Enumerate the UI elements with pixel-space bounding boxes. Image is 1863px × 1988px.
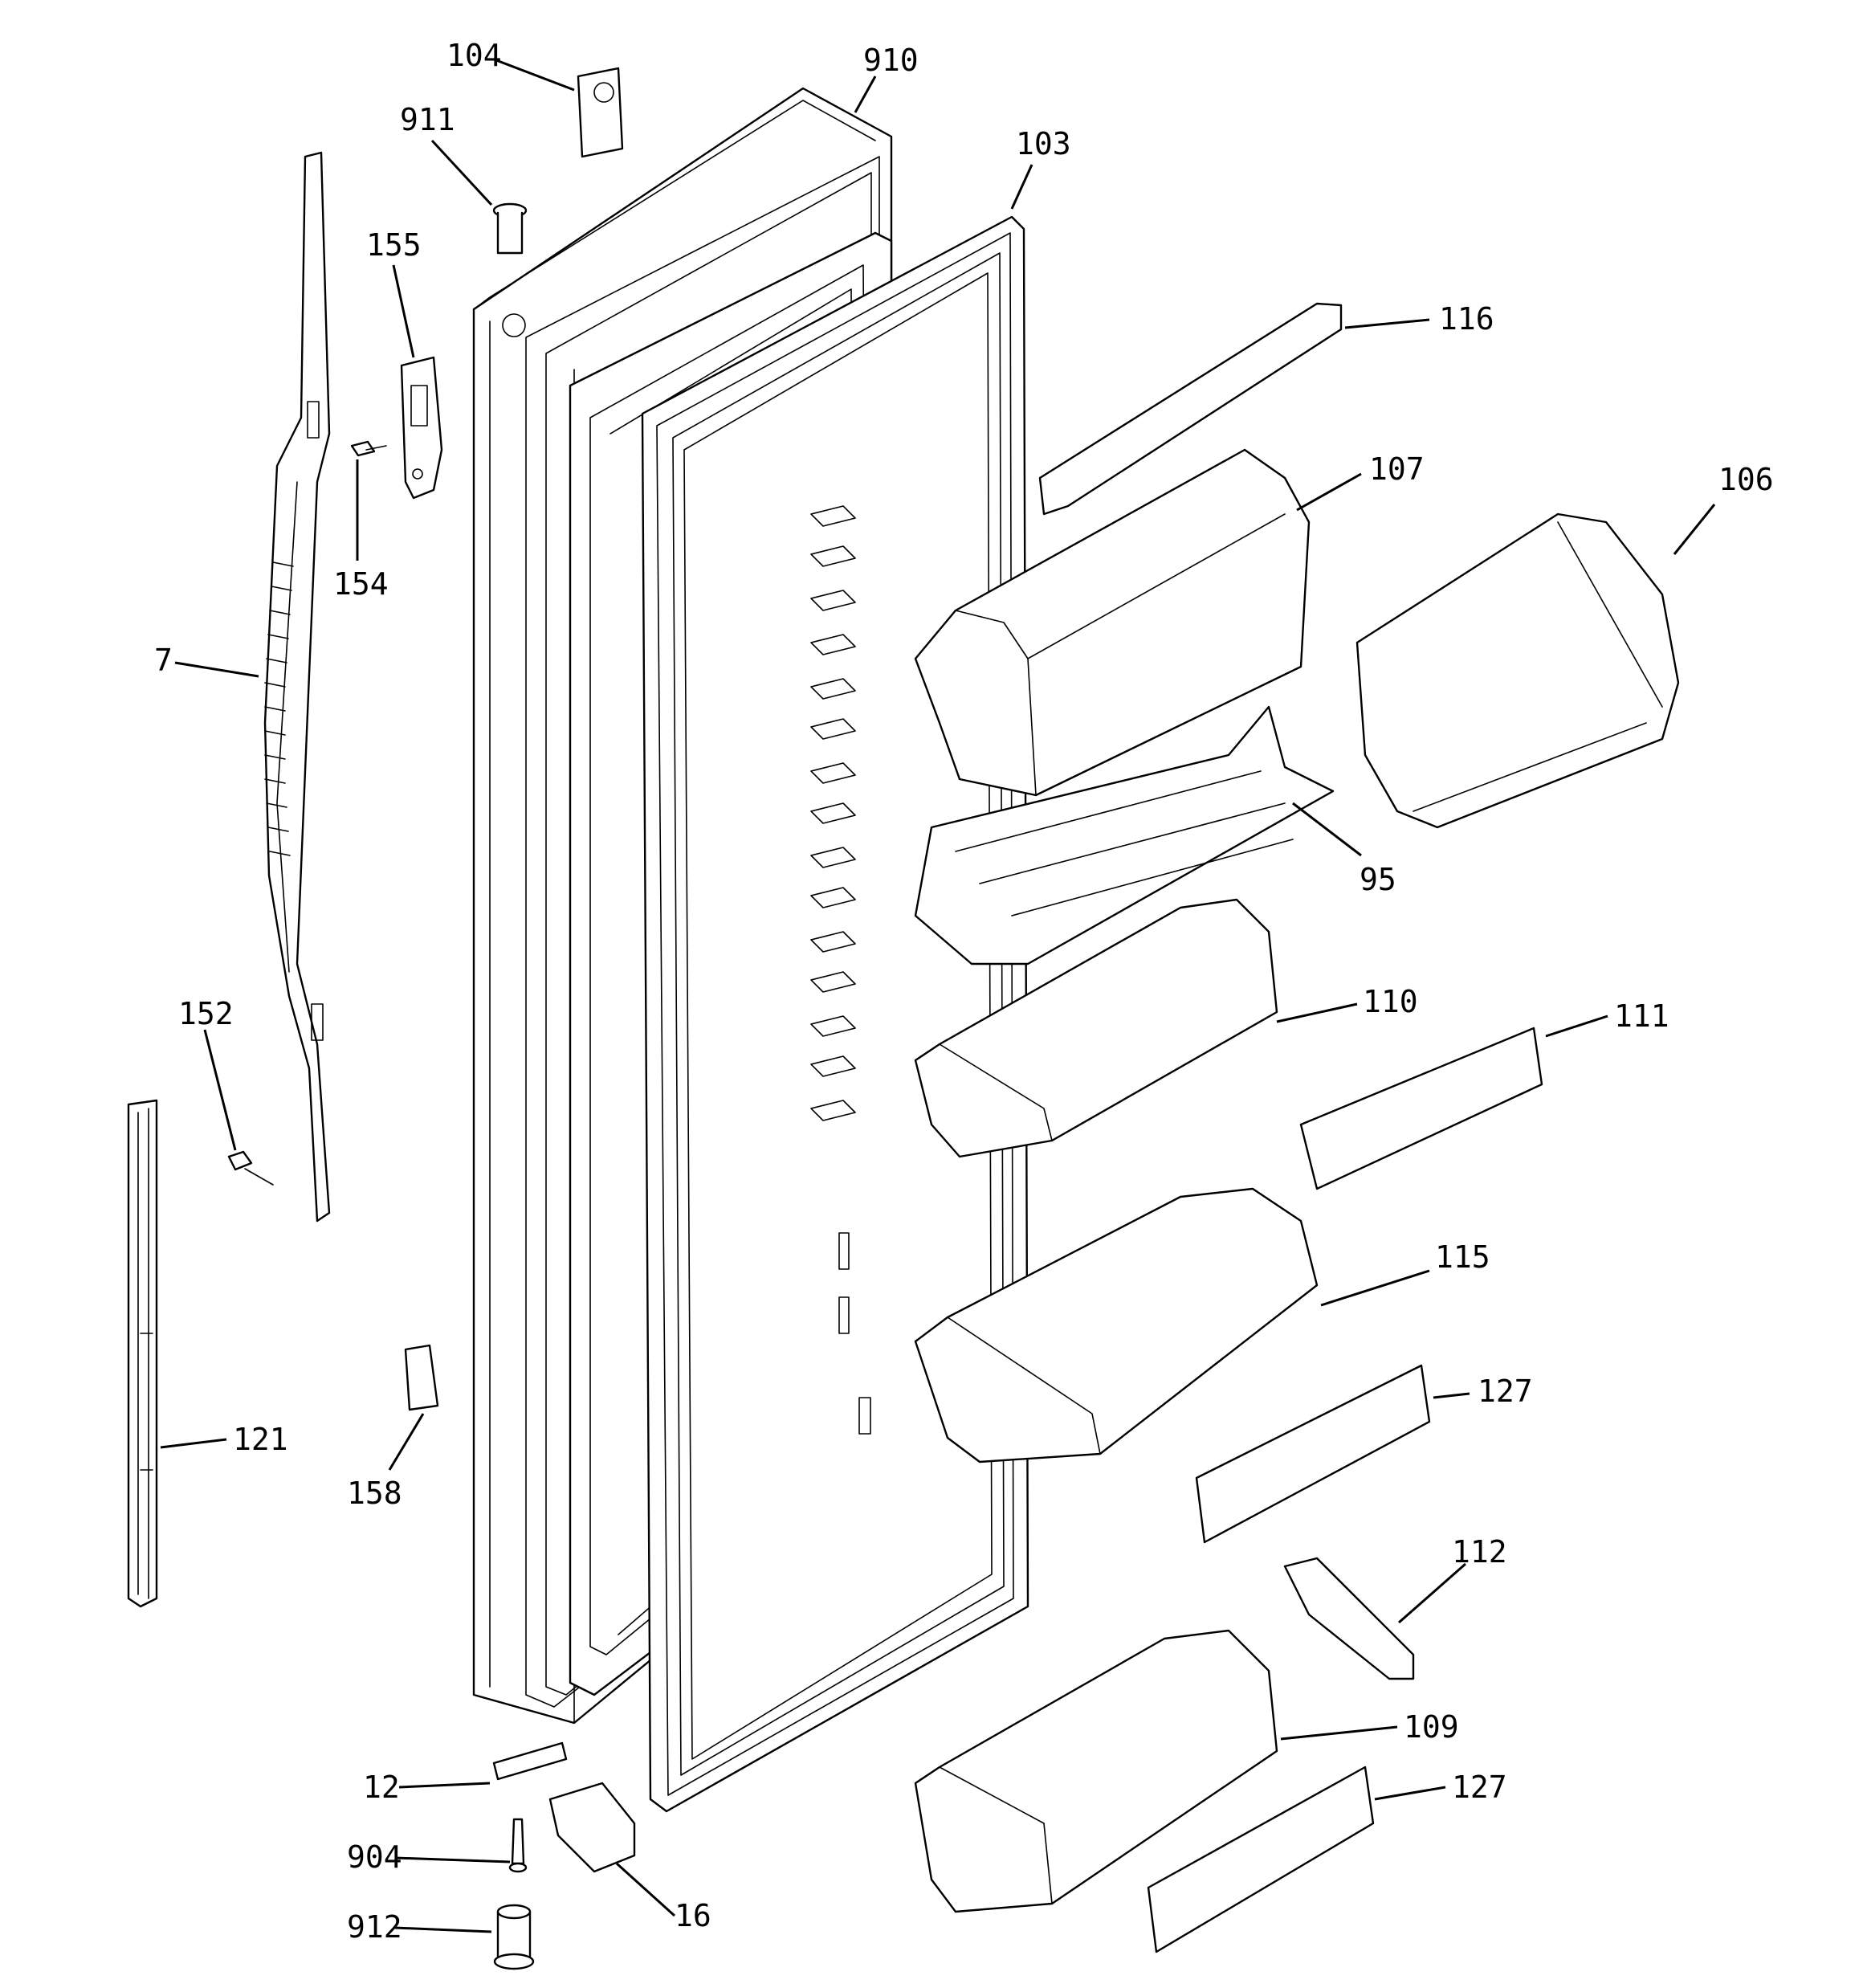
callout-111: 111 [1614, 998, 1669, 1034]
door-bin-110 [914, 898, 1278, 1158]
bracket-112 [1283, 1557, 1415, 1680]
callout-121: 121 [233, 1422, 288, 1457]
callout-110: 110 [1363, 984, 1418, 1019]
callout-104: 104 [446, 38, 502, 73]
callout-12: 12 [363, 1770, 400, 1805]
callout-95: 95 [1360, 862, 1396, 897]
cap-912 [493, 1904, 535, 1970]
door-bin-115 [914, 1187, 1319, 1463]
bin-front-111 [1299, 1027, 1543, 1190]
callout-103: 103 [1016, 126, 1071, 161]
bracket-12 [492, 1741, 568, 1781]
liner-shelf-supports [810, 505, 871, 1435]
screw-154 [350, 440, 387, 457]
callout-16: 16 [675, 1898, 711, 1933]
callout-112: 112 [1452, 1534, 1507, 1570]
callout-109: 109 [1404, 1709, 1459, 1745]
callout-127-lower: 127 [1452, 1770, 1507, 1805]
dairy-door-106 [1355, 512, 1680, 829]
callout-115: 115 [1435, 1239, 1490, 1275]
bin-front-127-lower [1147, 1766, 1375, 1953]
door-gasket [641, 215, 1029, 1813]
cap-911 [492, 202, 528, 255]
callout-911: 911 [400, 102, 455, 137]
screw-904 [508, 1818, 528, 1873]
trim-strip [127, 1099, 158, 1608]
callout-labels: 104 910 911 103 155 116 107 106 154 7 95… [154, 38, 1774, 1945]
bin-front-127-upper [1195, 1364, 1431, 1544]
callout-155: 155 [366, 227, 422, 263]
stop-158 [404, 1344, 439, 1411]
callout-158: 158 [347, 1476, 402, 1511]
callout-7: 7 [154, 643, 173, 678]
callout-904: 904 [347, 1839, 402, 1875]
badge-104 [577, 67, 624, 158]
rail-116 [1038, 302, 1343, 516]
dairy-compartment-107 [914, 448, 1311, 797]
callout-107: 107 [1369, 451, 1425, 487]
callout-154: 154 [333, 566, 389, 602]
hinge-bracket-155 [400, 356, 443, 500]
callout-127-upper: 127 [1478, 1374, 1533, 1409]
wire-shelf-95 [914, 705, 1335, 965]
hinge-16 [548, 1782, 636, 1873]
callout-116: 116 [1439, 301, 1494, 337]
leader-lines [160, 59, 1716, 1933]
screw-152 [227, 1150, 274, 1186]
callout-912: 912 [347, 1909, 402, 1945]
door-handle [263, 151, 331, 1223]
door-bin-109 [914, 1629, 1278, 1913]
callout-106: 106 [1718, 462, 1774, 497]
callout-152: 152 [178, 996, 234, 1031]
callout-910: 910 [863, 43, 919, 78]
